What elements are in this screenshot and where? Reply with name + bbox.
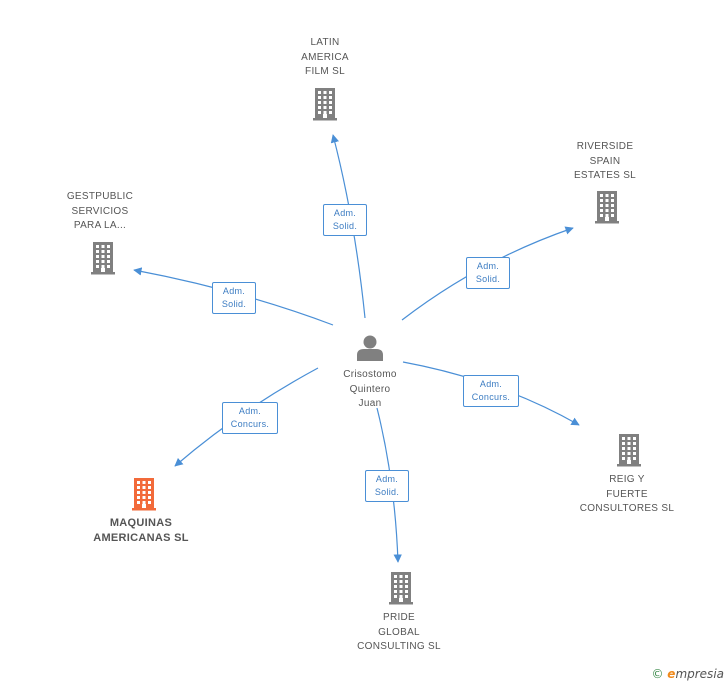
edge-label-pride[interactable]: Adm. Solid. [365, 470, 409, 502]
node-label-line: ESTATES SL [573, 170, 637, 181]
reig-label[interactable]: REIG Y FUERTE CONSULTORES SL [562, 473, 692, 517]
edge-label-latin[interactable]: Adm. Solid. [323, 204, 367, 236]
edge-label-line: Solid. [475, 274, 501, 284]
edge-label-reig[interactable]: Adm. Concurs. [463, 375, 519, 407]
riverside-building-icon[interactable] [595, 191, 619, 224]
node-label-line: FILM SL [305, 66, 345, 77]
edge-label-line: Adm. [333, 208, 357, 218]
edge-label-line: Adm. [222, 286, 246, 296]
node-label-line: SERVICIOS [71, 205, 129, 217]
node-label-line: REIG Y [609, 474, 645, 485]
person-icon[interactable] [357, 335, 383, 362]
node-label-line: AMERICA [301, 51, 349, 63]
node-label-line: Crisostomo [343, 369, 397, 380]
edge-label-line: Adm. [476, 261, 500, 271]
node-label-line: CONSULTING SL [357, 641, 441, 652]
node-label-line: AMERICANAS SL [93, 532, 189, 544]
riverside-label[interactable]: RIVERSIDE SPAIN ESTATES SL [540, 140, 670, 184]
node-label-line: GLOBAL [378, 626, 420, 638]
node-label-line: SPAIN [589, 155, 621, 167]
latin-building-icon[interactable] [313, 88, 337, 121]
pride-label[interactable]: PRIDE GLOBAL CONSULTING SL [334, 611, 464, 655]
logo-initial: e [667, 667, 676, 681]
node-label-line: CONSULTORES SL [579, 503, 675, 514]
edge-label-gestpublic[interactable]: Adm. Solid. [212, 282, 256, 314]
gestpublic-building-icon[interactable] [91, 242, 115, 275]
edge-label-line: Adm. [238, 406, 262, 416]
node-label-line: FUERTE [606, 488, 648, 500]
edge-label-line: Solid. [221, 299, 247, 309]
edge-label-riverside[interactable]: Adm. Solid. [466, 257, 510, 289]
node-label-line: GESTPUBLIC [66, 191, 134, 202]
edge-label-line: Solid. [374, 487, 400, 497]
node-label-line: PARA LA... [73, 220, 127, 231]
maquinas-building-icon[interactable] [132, 478, 156, 511]
edge-label-line: Solid. [332, 221, 358, 231]
node-label-line: PRIDE [382, 612, 416, 623]
edge-label-line: Adm. [479, 379, 503, 389]
edge-label-line: Adm. [375, 474, 399, 484]
pride-building-icon[interactable] [389, 572, 413, 605]
empresia-logo: empresia [667, 667, 724, 681]
gestpublic-label[interactable]: GESTPUBLIC SERVICIOS PARA LA... [35, 190, 165, 234]
node-label-line: LATIN [310, 37, 340, 48]
latin-label[interactable]: LATIN AMERICA FILM SL [260, 36, 390, 80]
empresia-watermark: © empresia [651, 667, 724, 681]
node-label-line: RIVERSIDE [576, 141, 634, 152]
edge-label-line: Concurs. [230, 419, 270, 429]
copyright-symbol: © [651, 667, 664, 681]
node-label-line: Quintero [349, 383, 391, 395]
node-label-line: Juan [358, 398, 382, 409]
reig-building-icon[interactable] [617, 434, 641, 467]
logo-text: mpresia [675, 667, 724, 681]
node-label-line: MAQUINAS [109, 517, 173, 529]
maquinas-label[interactable]: MAQUINAS AMERICANAS SL [76, 516, 206, 546]
edge-label-maquinas[interactable]: Adm. Concurs. [222, 402, 278, 434]
edge-label-line: Concurs. [471, 392, 511, 402]
